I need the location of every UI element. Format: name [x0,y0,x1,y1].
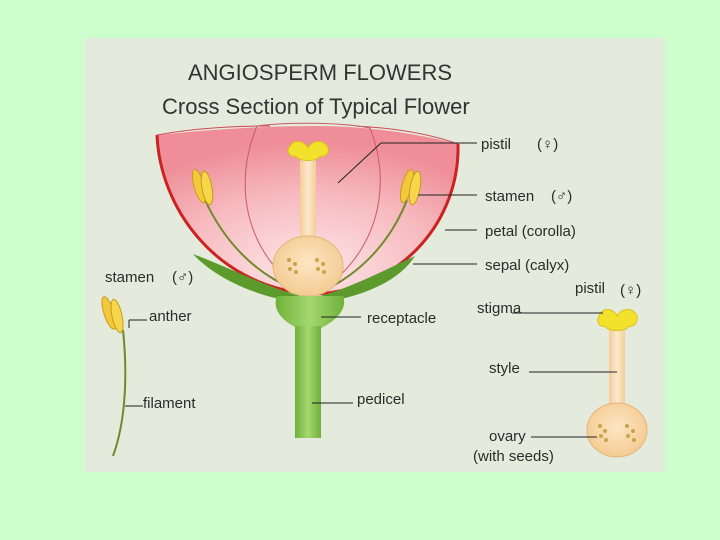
diagram-panel: ANGIOSPERM FLOWERS Cross Section of Typi… [85,38,665,472]
label-style: style [489,360,520,377]
label-stamen: stamen [485,188,534,205]
label-receptacle: receptacle [367,310,436,327]
pedicel [295,326,321,438]
label-anther: anther [149,308,192,325]
label-pistil-symbol: (♀) [537,136,558,153]
label-stigma: stigma [477,300,522,317]
anther-left [191,169,214,206]
label-pistil: pistil [481,136,511,153]
stamen-detail-symbol: (♂) [172,269,193,286]
label-sepal: sepal (calyx) [485,257,569,274]
label-pedicel: pedicel [357,391,405,408]
stamen-detail-heading: stamen [105,269,154,286]
label-ovary: ovary [489,428,526,445]
diagram-title: ANGIOSPERM FLOWERS [188,60,452,85]
diagram-subtitle: Cross Section of Typical Flower [162,94,470,119]
label-filament: filament [143,395,196,412]
pistil-detail-drawing [586,309,648,458]
label-stamen-symbol: (♂) [551,188,572,205]
label-petal: petal (corolla) [485,223,576,240]
stamen-detail-drawing [101,296,127,457]
pistil-detail-symbol: (♀) [620,282,641,299]
receptacle [275,296,345,328]
pistil-detail-heading: pistil [575,280,605,297]
flower-diagram: ANGIOSPERM FLOWERS Cross Section of Typi… [101,60,648,465]
sepals [193,254,415,302]
anther-right [399,169,422,206]
label-ovary-note: (with seeds) [473,448,554,465]
